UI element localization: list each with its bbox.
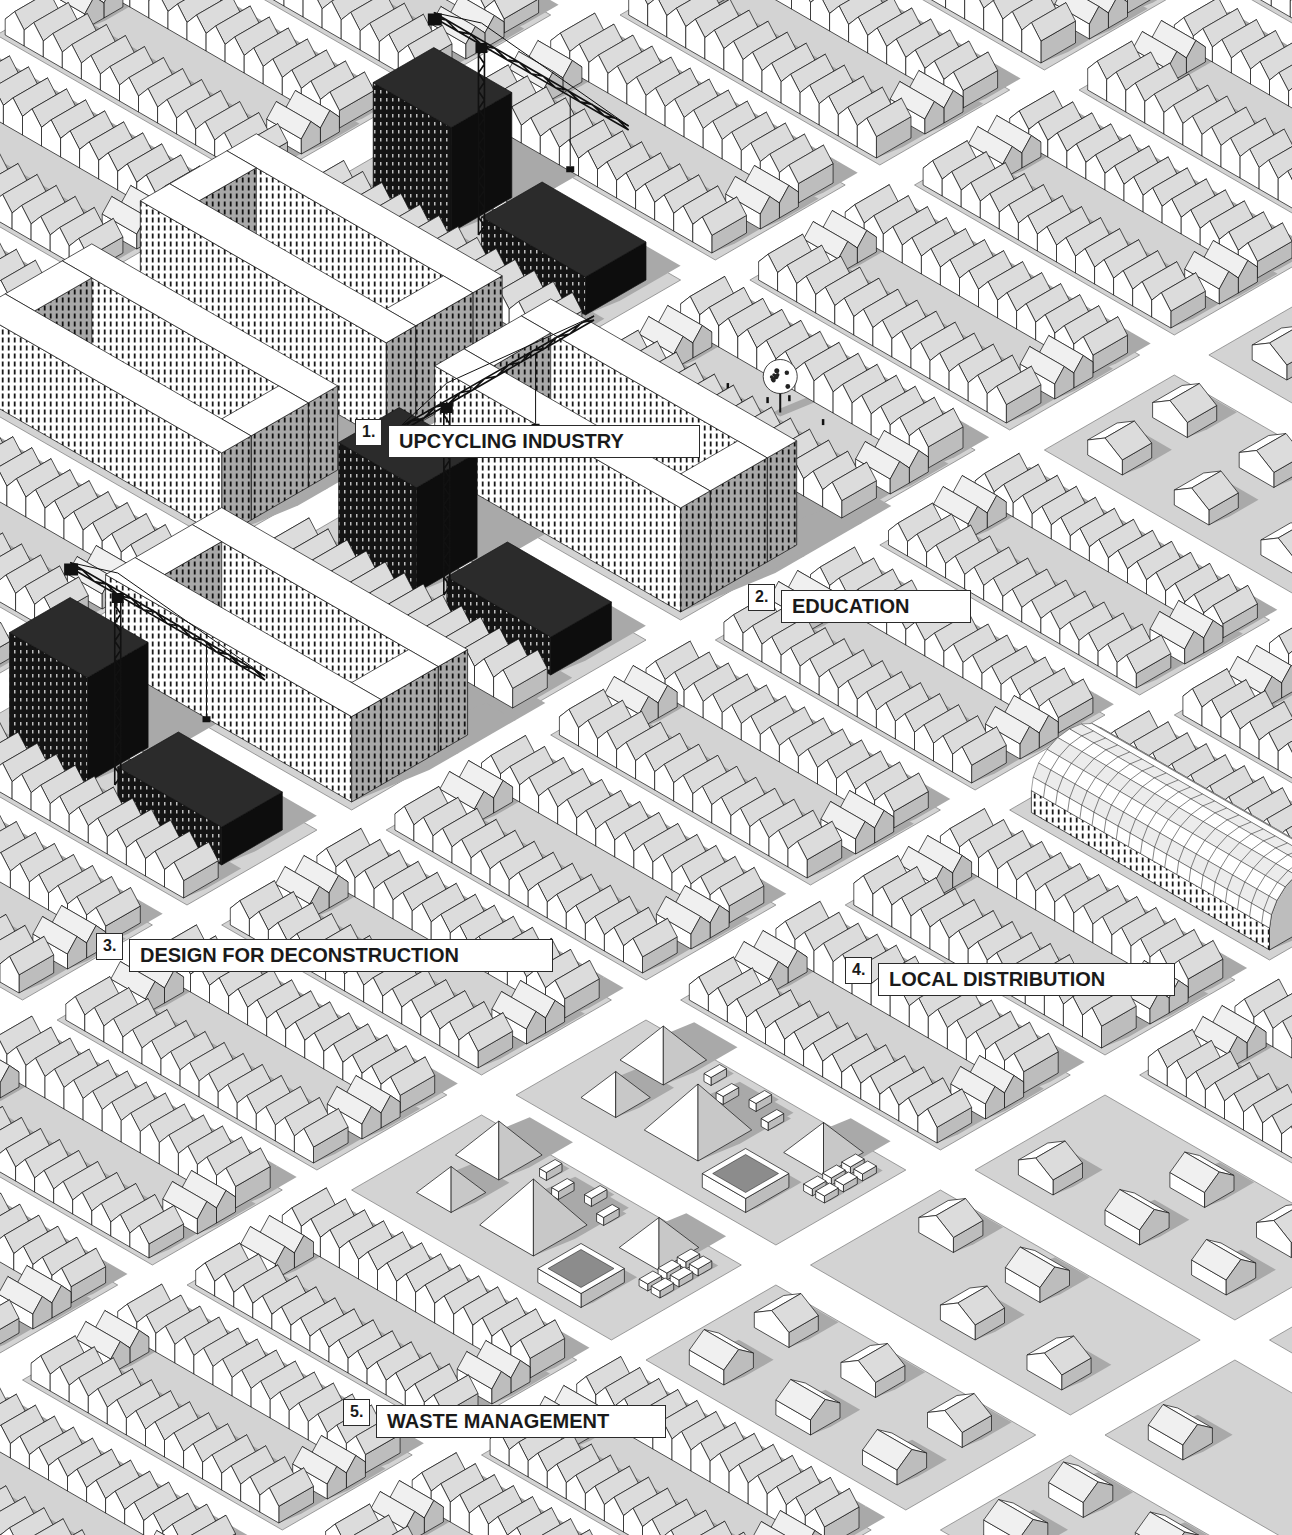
building-shadow: [0, 0, 16, 8]
building-side: [308, 386, 337, 487]
tree-leaves: [785, 384, 790, 389]
tree-leaves: [785, 370, 789, 374]
tree-crown: [763, 360, 797, 394]
tree-leaves: [774, 368, 779, 373]
tree-leaves: [771, 378, 775, 382]
person-figure: [766, 397, 769, 403]
building-side: [681, 491, 711, 612]
person-figure: [822, 419, 825, 425]
tree-leaves: [773, 374, 778, 379]
building-side: [767, 441, 797, 562]
person-figure: [788, 395, 791, 401]
